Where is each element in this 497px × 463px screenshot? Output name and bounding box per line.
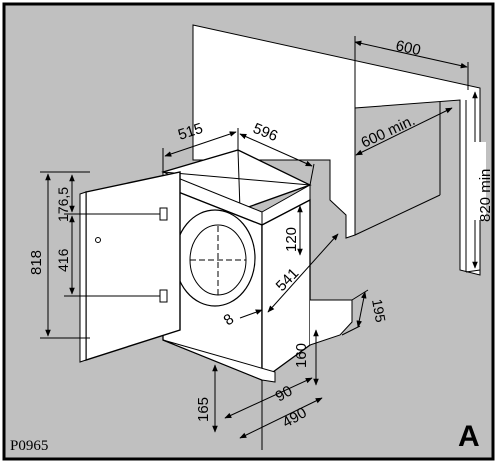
label-cabinet-width: 600 [394,37,422,59]
label-depth-top: 515 [176,120,205,144]
dimension-height-total: 818 [28,171,90,339]
label-plinth-depth: 165 [195,397,212,422]
cabinet-wall [192,24,481,276]
label-toe-height: 160 [293,343,310,368]
furniture-door [79,171,181,363]
dimension-toe-height: 160 [293,329,319,386]
dimension-plinth-height: 195 [309,289,389,346]
dimension-cabinet-height: 820 min [470,91,494,269]
label-height-total: 818 [28,250,45,275]
label-hinge-spacing: 416 [55,248,71,272]
dimension-hinge-spacing: 416 [55,215,160,297]
dimension-cabinet-width: 600 [354,36,469,108]
dimension-depth-top: 515 [162,120,239,172]
figure-code: P0965 [10,438,48,454]
label-plinth-height: 195 [369,298,389,324]
label-cabinet-height: 820 min [477,169,494,222]
view-letter: A [458,420,480,453]
label-top-offset: 120 [283,227,300,252]
dimension-upper-hinge: 176,5 [55,174,160,222]
label-upper-hinge: 176,5 [55,187,71,222]
